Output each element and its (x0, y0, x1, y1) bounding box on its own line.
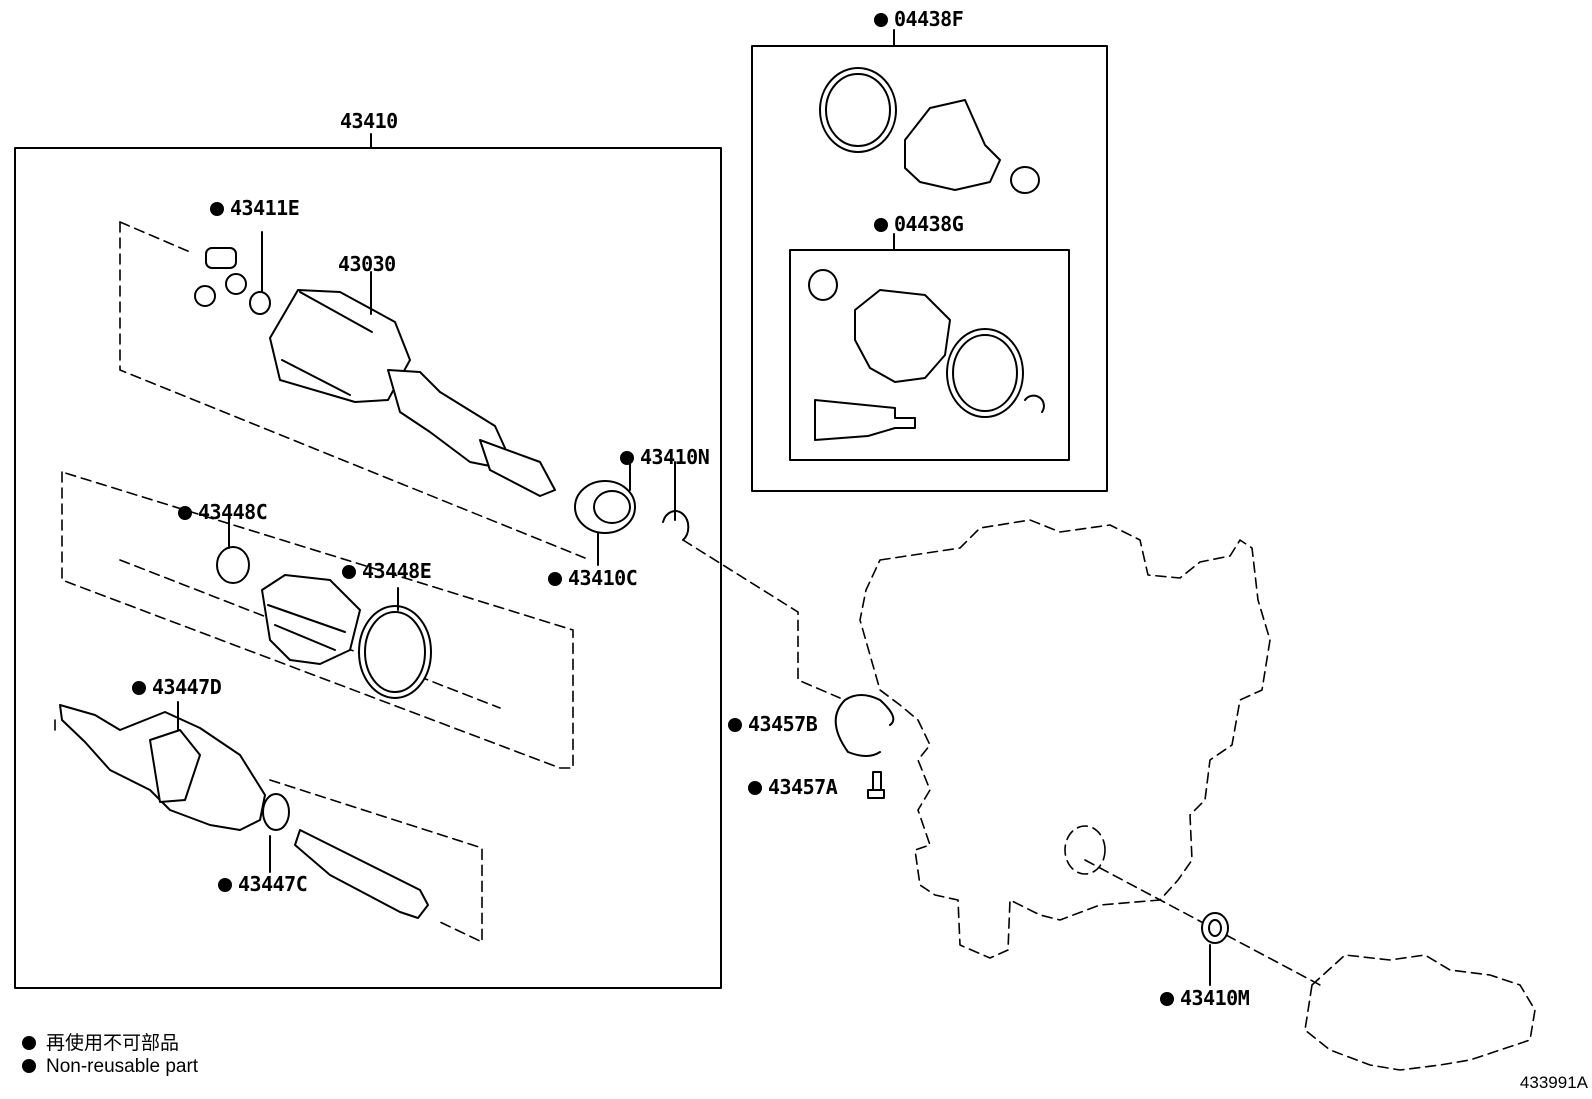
non-reusable-dot-icon (1160, 992, 1174, 1006)
non-reusable-dot-icon (874, 13, 888, 27)
part-outboard-joint-43447D (59, 704, 429, 919)
non-reusable-dot-icon (620, 451, 634, 465)
label-text: 43411E (230, 196, 300, 220)
non-reusable-dot-icon (728, 718, 742, 732)
part-bolt-43457A (867, 771, 885, 799)
label-43411E[interactable]: 43411E (210, 196, 300, 220)
label-04438G[interactable]: 04438G (874, 212, 964, 236)
label-43410C[interactable]: 43410C (548, 566, 638, 590)
non-reusable-dot-icon (178, 506, 192, 520)
part-boot-43448E (261, 574, 432, 699)
part-snap-ring-43410N (662, 510, 690, 541)
label-text: 04438F (894, 7, 964, 31)
boot-kit-box-inner (789, 249, 1070, 461)
non-reusable-dot-icon (22, 1059, 36, 1073)
part-43030-shaft (269, 289, 556, 497)
part-seal-43410M (1201, 912, 1229, 944)
figure-number: 433991A (1519, 1073, 1588, 1092)
label-43457A[interactable]: 43457A (748, 775, 838, 799)
label-text: 04438G (894, 212, 964, 236)
label-43457B[interactable]: 43457B (728, 712, 818, 736)
label-text: 43457B (748, 712, 818, 736)
part-tripod (194, 247, 271, 315)
non-reusable-dot-icon (548, 572, 562, 586)
label-text: 43410C (568, 566, 638, 590)
label-text: 43410M (1180, 986, 1250, 1010)
label-text: 43448E (362, 559, 432, 583)
part-ring-43457B (834, 694, 895, 757)
label-text: 43457A (768, 775, 838, 799)
label-43448C[interactable]: 43448C (178, 500, 268, 524)
label-43447C[interactable]: 43447C (218, 872, 308, 896)
non-reusable-dot-icon (22, 1036, 36, 1050)
label-text: 43447C (238, 872, 308, 896)
kit-04438G-parts (808, 269, 1045, 441)
non-reusable-dot-icon (874, 218, 888, 232)
assembly-box-43410 (14, 147, 722, 989)
legend-english-text: Non-reusable part (46, 1056, 199, 1077)
label-43410N[interactable]: 43410N (620, 445, 710, 469)
non-reusable-dot-icon (342, 565, 356, 579)
label-text: 43447D (152, 675, 222, 699)
label-04438F[interactable]: 04438F (874, 7, 964, 31)
part-clamp-43448C (216, 546, 250, 584)
legend-japanese: 再使用不可部品 (22, 1028, 179, 1055)
legend-english: Non-reusable part (22, 1056, 198, 1078)
non-reusable-dot-icon (132, 681, 146, 695)
label-43447D[interactable]: 43447D (132, 675, 222, 699)
non-reusable-dot-icon (748, 781, 762, 795)
kit-04438F-parts (819, 67, 1040, 194)
legend-japanese-text: 再使用不可部品 (46, 1033, 180, 1054)
label-43448E[interactable]: 43448E (342, 559, 432, 583)
non-reusable-dot-icon (210, 202, 224, 216)
label-text: 43448C (198, 500, 268, 524)
label-43410M[interactable]: 43410M (1160, 986, 1250, 1010)
label-text: 43410N (640, 445, 710, 469)
label-43410[interactable]: 43410 (340, 109, 398, 133)
boot-kit-box-outer (751, 45, 1108, 492)
part-bearing (574, 480, 636, 534)
non-reusable-dot-icon (218, 878, 232, 892)
label-43030[interactable]: 43030 (338, 252, 396, 276)
